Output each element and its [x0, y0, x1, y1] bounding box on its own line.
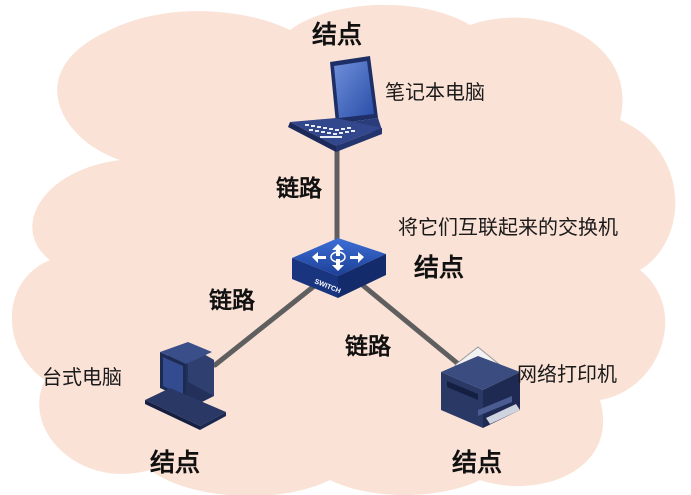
- link-line-switch-printer: [357, 280, 471, 375]
- switch-icon: SWITCH: [292, 238, 386, 298]
- link-line-switch-desktop: [212, 280, 321, 368]
- desktop-node-label: 结点: [150, 448, 201, 477]
- switch-device-label: 将它们互联起来的交换机: [398, 215, 618, 239]
- laptop-device-label: 笔记本电脑: [385, 80, 485, 104]
- laptop-node-label: 结点: [312, 20, 363, 49]
- switch-node-label: 结点: [414, 253, 465, 282]
- desktop-computer-icon: [145, 342, 226, 430]
- printer-device-label: 网络打印机: [517, 362, 617, 386]
- link-label-laptop-switch: 链路: [276, 176, 322, 202]
- link-label-switch-printer: 链路: [345, 334, 391, 360]
- desktop-device-label: 台式电脑: [42, 365, 122, 389]
- printer-node-label: 结点: [452, 448, 503, 477]
- link-label-switch-desktop: 链路: [209, 288, 255, 314]
- network-printer-icon: [441, 346, 520, 428]
- laptop-icon: [288, 56, 382, 152]
